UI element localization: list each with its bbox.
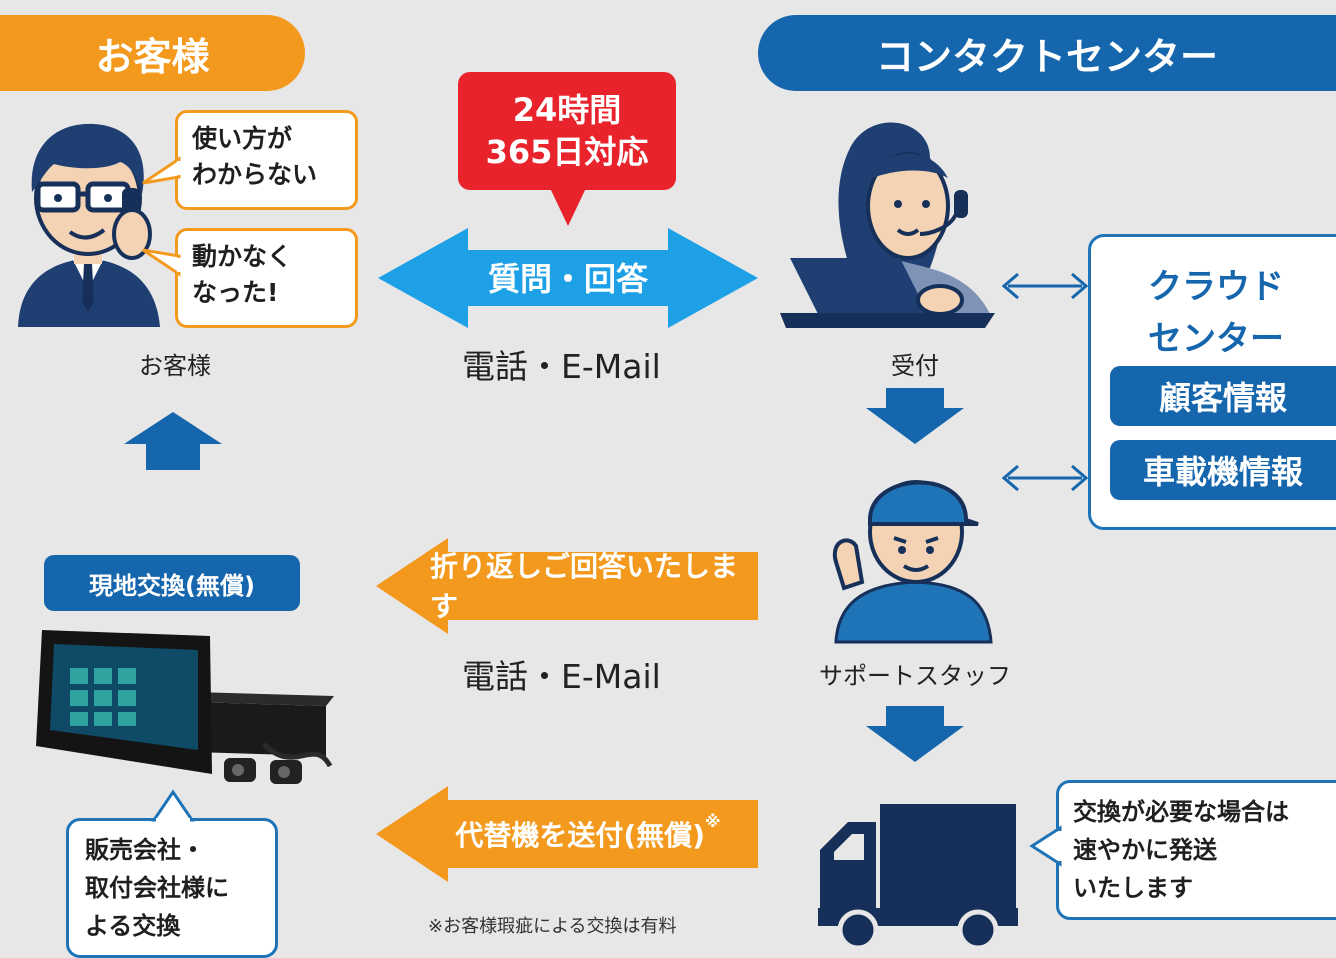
qa-double-arrow (378, 228, 758, 328)
down-arrow-1 (866, 388, 964, 444)
support-staff-label: サポートスタッフ (819, 662, 1011, 690)
dealer-line1: 販売会社・ (85, 836, 205, 864)
customer-info-tag: 顧客情報 (1110, 366, 1336, 426)
shipping-line1: 交換が必要な場合は (1073, 798, 1289, 826)
badge-24h: 24時間 365日対応 (458, 72, 676, 190)
bubble2-line1: 動かなく (192, 242, 293, 271)
speech-bubble-stopped-working: 動かなく なった! (175, 228, 358, 328)
customer-header: お客様 (0, 15, 305, 91)
bubble2-line2: なった! (192, 278, 279, 307)
contact-center-header: コンタクトセンター (758, 15, 1336, 91)
dealer-bubble-tail (151, 789, 195, 824)
cloud-title-line2: センター (1148, 319, 1284, 359)
operator-icon (780, 122, 995, 328)
bubble2-tail (142, 248, 183, 277)
sync-arrow-support (1001, 464, 1089, 492)
replacement-note-mark: ※ (705, 812, 721, 831)
dealer-line3: よる交換 (85, 912, 181, 940)
support-staff-icon (832, 480, 993, 644)
badge-24h-pointer (550, 188, 586, 226)
bubble1-line2: わからない (192, 160, 318, 189)
device-info-tag: 車載機情報 (1110, 440, 1336, 500)
shipping-line2: 速やかに発送 (1073, 836, 1217, 864)
bubble1-line1: 使い方が (192, 124, 293, 153)
sync-arrow-reception (1001, 272, 1089, 300)
bubble1-tail (142, 156, 183, 185)
qa-arrow-label: 質問・回答 (487, 260, 648, 298)
cloud-title-line1: クラウド (1148, 267, 1284, 307)
qa-channel: 電話・E-Mail (462, 347, 661, 386)
down-arrow-2 (866, 706, 964, 762)
reply-arrow (376, 538, 758, 634)
customer-person-icon (18, 123, 160, 327)
customer-label: お客様 (139, 352, 211, 380)
replacement-label-text: 代替機を送付(無償) (455, 819, 706, 852)
replacement-note: ※お客様瑕疵による交換は有料 (428, 916, 677, 937)
reception-label: 受付 (891, 352, 939, 380)
shipping-bubble: 交換が必要な場合は 速やかに発送 いたします (1056, 780, 1336, 920)
reply-arrow-label: 折り返しご回答いたします (430, 550, 739, 623)
replacement-arrow (376, 786, 758, 882)
shipping-line3: いたします (1073, 874, 1193, 902)
delivery-truck-icon (818, 804, 1018, 951)
shipping-bubble-tail (1029, 825, 1064, 867)
reply-channel: 電話・E-Mail (462, 657, 661, 696)
dealer-exchange-bubble: 販売会社・ 取付会社様に よる交換 (66, 818, 278, 958)
replacement-arrow-label: 代替機を送付(無償) ※ (420, 806, 756, 862)
badge-24h-line1: 24時間 (512, 91, 622, 129)
up-arrow (124, 412, 222, 470)
badge-24h-line2: 365日対応 (485, 133, 649, 171)
onsite-exchange-tag: 現地交換(無償) (44, 555, 300, 611)
car-navigation-device-icon (36, 630, 334, 784)
speech-bubble-how-to-use: 使い方が わからない (175, 110, 358, 210)
dealer-line2: 取付会社様に (85, 874, 229, 902)
